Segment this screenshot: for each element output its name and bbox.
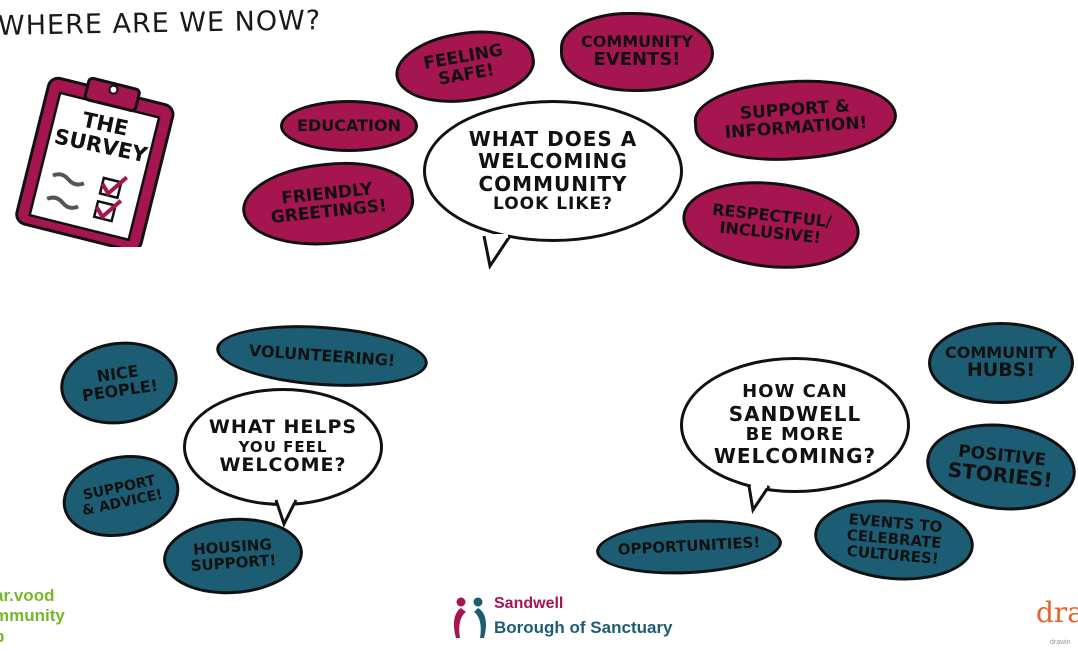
question-line: WELCOMING: [478, 149, 628, 174]
sandwell-logo-subtitle: Borough of Sanctuary: [494, 618, 673, 637]
clipboard-icon: [15, 76, 175, 247]
question-bubble-sandwell-welcoming: HOW CAN SANDWELL BE MORE WELCOMING?: [680, 357, 910, 493]
answer-volunteering: VOLUNTEERING!: [214, 318, 430, 394]
answer-line: EDUCATION: [297, 115, 401, 135]
question-line: WHAT DOES A: [468, 126, 638, 151]
sandwell-people-icon: [453, 597, 486, 638]
answer-education: EDUCATION: [280, 100, 418, 152]
answer-opportunities: OPPORTUNITIES!: [594, 515, 784, 579]
answer-events-celebrate-cultures: EVENTS TO CELEBRATE CULTURES!: [810, 493, 978, 587]
answer-line: SUPPORT!: [190, 551, 277, 575]
answer-feeling-safe: FEELING SAFE!: [389, 20, 541, 114]
answer-line: VOLUNTEERING!: [248, 340, 396, 370]
question-line: BE MORE: [745, 424, 845, 445]
answer-support-advice: SUPPORT & ADVICE!: [54, 444, 188, 548]
answer-line: COMMUNITY: [944, 342, 1058, 362]
answer-community-hubs: COMMUNITY HUBS!: [928, 322, 1074, 404]
answer-support-information: SUPPORT & INFORMATION!: [691, 73, 900, 167]
question-bubble-welcoming-community: WHAT DOES A WELCOMING COMMUNITY LOOK LIK…: [423, 100, 683, 242]
speech-tail: [482, 234, 512, 270]
question-line: COMMUNITY: [478, 171, 628, 196]
question-line: WELCOMING?: [713, 444, 877, 469]
answer-friendly-greetings: FRIENDLY GREETINGS!: [238, 154, 418, 254]
question-line: WHAT HELPS: [208, 416, 358, 439]
page-title: WHERE ARE WE NOW?: [0, 5, 322, 42]
answer-line: OPPORTUNITIES!: [617, 533, 761, 559]
answer-community-events: COMMUNITY EVENTS!: [560, 12, 714, 92]
answer-respectful-inclusive: RESPECTFUL/ INCLUSIVE!: [677, 172, 865, 278]
community-hub-logo-line: ar.vood: [0, 586, 55, 605]
answer-line: PEOPLE!: [80, 375, 160, 406]
answer-line: EVENTS!: [593, 48, 681, 70]
answer-positive-stories: POSITIVE STORIES!: [921, 416, 1078, 518]
speech-tail: [747, 484, 771, 514]
question-line: YOU FEEL: [238, 437, 328, 456]
question-bubble-feel-welcome: WHAT HELPS YOU FEEL WELCOME?: [183, 388, 383, 506]
draw-logo: draw: [1036, 596, 1078, 629]
answer-nice-people: NICE PEOPLE!: [54, 334, 184, 432]
community-hub-logo: ar.vood mmunity b: [0, 586, 65, 647]
draw-logo-tagline: drawin: [1050, 639, 1071, 646]
speech-tail: [274, 498, 298, 528]
answer-line: HUBS!: [966, 359, 1036, 382]
question-line: WELCOME?: [219, 454, 347, 477]
community-hub-logo-line: b: [0, 627, 65, 647]
question-line: SANDWELL: [728, 401, 862, 426]
sandwell-logo-name: Sandwell: [494, 595, 564, 612]
question-line: HOW CAN: [742, 381, 848, 403]
community-hub-logo-line: mmunity: [0, 606, 65, 626]
question-line: LOOK LIKE?: [492, 194, 614, 215]
answer-line: COMMUNITY: [580, 32, 694, 52]
